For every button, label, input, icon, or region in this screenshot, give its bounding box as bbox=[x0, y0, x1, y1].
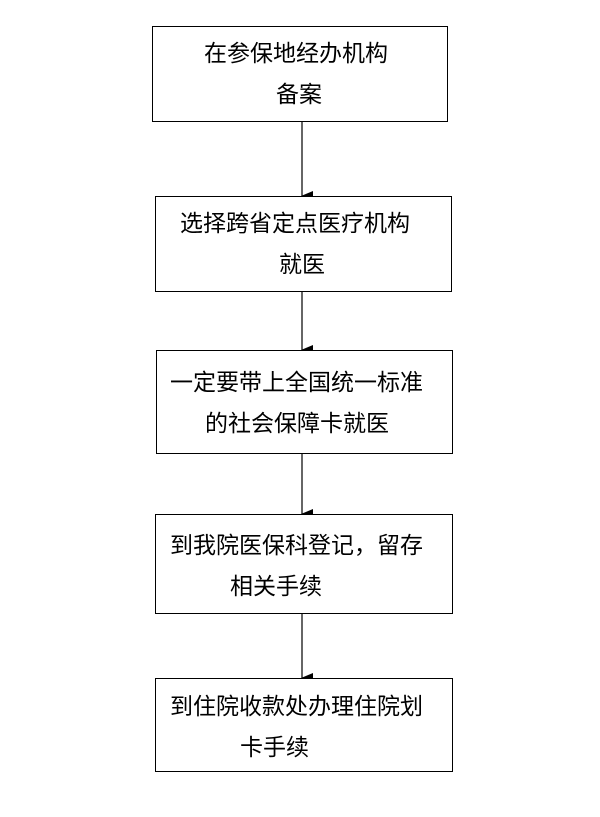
step-2-line-1: 选择跨省定点医疗机构 bbox=[180, 211, 410, 237]
step-1-line-1: 在参保地经办机构 bbox=[204, 41, 388, 67]
step-5-line-2: 卡手续 bbox=[240, 735, 309, 761]
step-1-line-2: 备案 bbox=[276, 82, 322, 108]
step-box-2: 选择跨省定点医疗机构 就医 bbox=[155, 196, 452, 292]
step-4-line-1: 到我院医保科登记，留存 bbox=[170, 533, 423, 559]
step-box-4: 到我院医保科登记，留存 相关手续 bbox=[155, 514, 453, 614]
step-box-5: 到住院收款处办理住院划 卡手续 bbox=[155, 678, 453, 772]
step-3-line-2: 的社会保障卡就医 bbox=[205, 411, 389, 437]
step-2-line-2: 就医 bbox=[279, 252, 325, 278]
step-box-3: 一定要带上全国统一标准 的社会保障卡就医 bbox=[156, 350, 453, 454]
step-4-line-2: 相关手续 bbox=[230, 574, 322, 600]
step-3-line-1: 一定要带上全国统一标准 bbox=[170, 370, 423, 396]
step-box-1: 在参保地经办机构 备案 bbox=[152, 26, 448, 122]
step-5-line-1: 到住院收款处办理住院划 bbox=[170, 694, 423, 720]
